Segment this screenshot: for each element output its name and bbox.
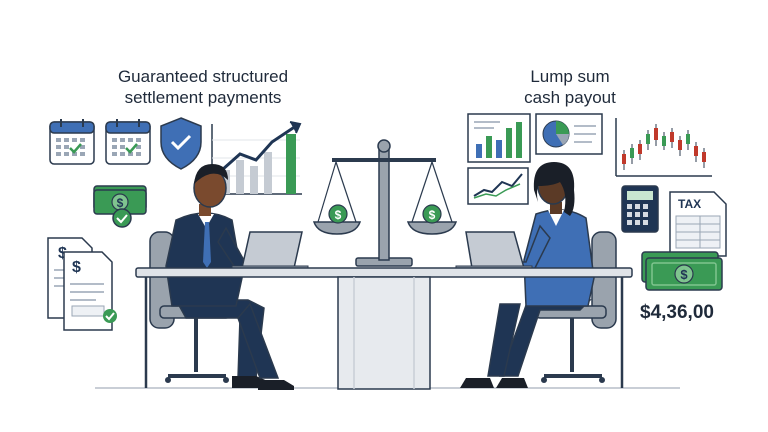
balance-scale-icon: $ $: [312, 139, 458, 267]
lump-sum-heading-line2: cash payout: [524, 88, 616, 107]
woman-figure: [460, 162, 595, 388]
lump-sum-heading-line1: Lump sum: [530, 67, 610, 86]
structured-settlement-heading-line2: settlement payments: [124, 88, 282, 107]
line-chart-icon: [467, 167, 529, 205]
man-figure: [165, 164, 294, 390]
lump-sum-heading: Lump sum cash payout: [500, 66, 640, 108]
dollar-sign: $: [72, 259, 81, 276]
desk: [135, 267, 633, 390]
structured-settlement-heading-line1: Guaranteed structured: [117, 67, 289, 86]
bar-chart-icon: [467, 113, 531, 163]
dollar-sign: $: [429, 208, 436, 222]
shield-check-icon: [160, 117, 202, 170]
payment-documents-icon: $ $: [47, 237, 117, 331]
pie-chart-icon: [535, 113, 603, 155]
structured-settlement-heading: Guaranteed structured settlement payment…: [88, 66, 318, 108]
dollar-sign: $: [117, 196, 124, 210]
tax-document-icon: TAX: [669, 191, 727, 257]
lump-sum-amount: $4,36,00: [640, 302, 714, 323]
tax-label: TAX: [678, 197, 701, 211]
candlestick-chart-icon: [615, 118, 712, 177]
dollar-sign: $: [335, 208, 342, 222]
dollar-sign: $: [58, 245, 67, 262]
left-laptop: [231, 231, 309, 271]
calendar-icon: [48, 117, 96, 166]
right-laptop: [455, 231, 533, 271]
calendar-icon: [104, 117, 152, 166]
cash-stack-icon: $: [93, 185, 147, 228]
calculator-icon: [621, 185, 659, 233]
cash-pile-icon: $: [641, 251, 723, 291]
dollar-sign: $: [680, 267, 688, 282]
